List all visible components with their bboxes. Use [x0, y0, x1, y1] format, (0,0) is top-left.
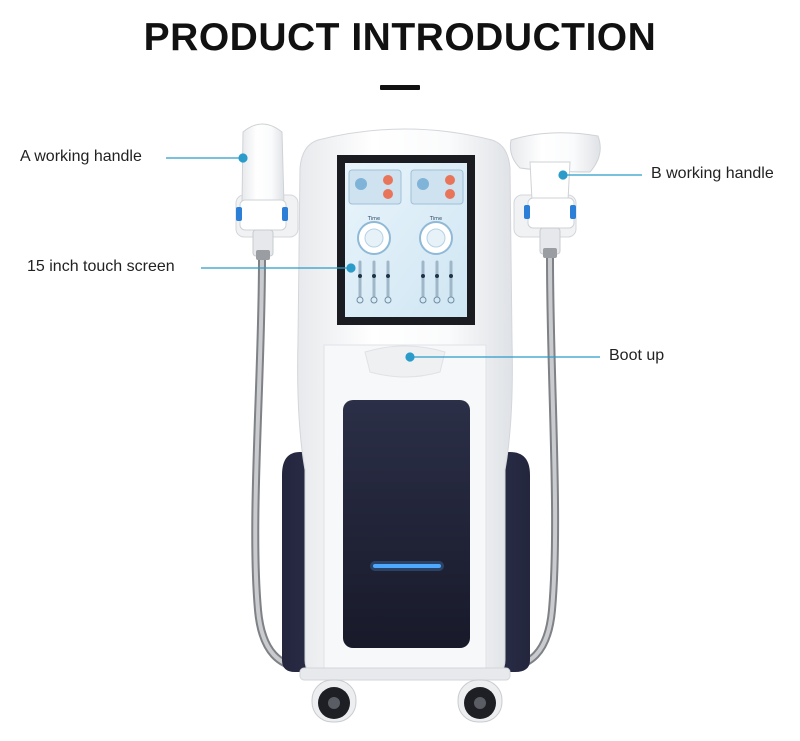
wheel-right	[457, 679, 503, 723]
callout-dot-b-handle	[558, 170, 568, 180]
screen-time-label-left: Time	[367, 216, 380, 222]
callout-touch-screen: 15 inch touch screen	[27, 258, 175, 275]
handle-a	[236, 123, 288, 260]
callout-dot-boot-up	[405, 352, 415, 362]
callout-boot-up: Boot up	[609, 347, 665, 364]
callout-dot-a-handle	[238, 153, 248, 163]
front-panel	[343, 400, 470, 648]
callout-dot-touch-screen	[346, 263, 356, 273]
callout-lines	[166, 153, 642, 362]
title-underline	[380, 85, 420, 90]
handle-b	[509, 132, 601, 258]
touch-screen-display: Time Time	[337, 155, 475, 325]
callout-b-working-handle: B working handle	[651, 165, 774, 182]
page-title: PRODUCT INTRODUCTION	[143, 16, 657, 59]
base-wheels	[299, 667, 511, 723]
handle-cables	[251, 257, 560, 672]
screen-time-label-right: Time	[429, 216, 442, 222]
wheel-left	[311, 679, 357, 723]
callout-a-working-handle: A working handle	[20, 148, 142, 165]
